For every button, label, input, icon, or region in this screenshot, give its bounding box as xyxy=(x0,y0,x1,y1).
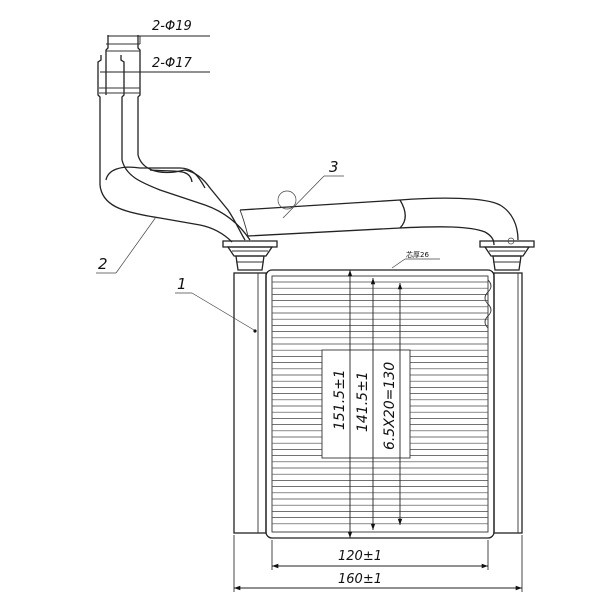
pipe-assembly xyxy=(97,35,535,271)
part-labels: 3 2 1 xyxy=(96,158,344,333)
total-width-label: 160±1 xyxy=(338,572,382,587)
part-label-2: 2 xyxy=(98,255,108,273)
inlet-diameter-label: 2-Φ17 xyxy=(152,56,192,71)
core-thickness-label: 芯厚26 xyxy=(406,250,429,259)
core-width-label: 120±1 xyxy=(338,549,382,564)
core-fins xyxy=(272,281,488,525)
heater-core xyxy=(233,269,523,539)
height-inner-label: 141.5±1 xyxy=(355,371,371,432)
part-label-1: 1 xyxy=(177,275,187,293)
outlet-diameter-label: 2-Φ19 xyxy=(152,19,192,34)
height-outer-label: 151.5±1 xyxy=(332,369,348,430)
fin-pitch-label: 6.5X20=130 xyxy=(382,362,398,450)
part-label-3: 3 xyxy=(329,158,339,176)
dimensions: 2-Φ19 2-Φ17 芯厚26 151.5±1 141.5±1 6.5X20=… xyxy=(100,19,523,592)
